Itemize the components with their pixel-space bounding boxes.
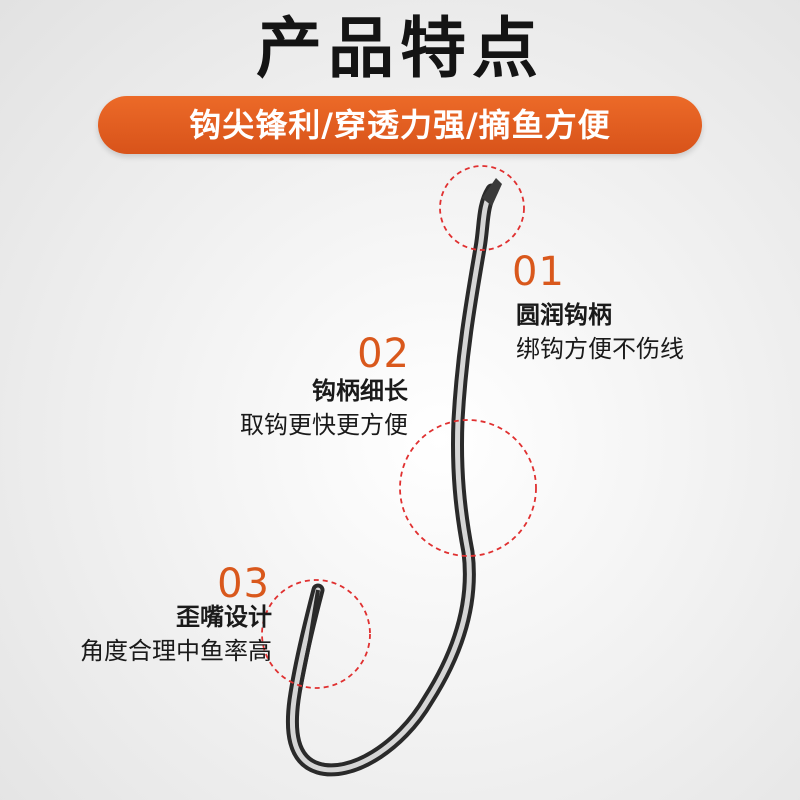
feature-01-description: 绑钩方便不伤线 <box>516 335 684 363</box>
feature-03-heading: 歪嘴设计 <box>176 603 272 631</box>
feature-01: 圆润钩柄 绑钩方便不伤线 <box>516 298 684 366</box>
highlight-circle-shank <box>399 419 537 557</box>
feature-02-heading: 钩柄细长 <box>312 377 408 405</box>
feature-number-02: 02 <box>357 331 410 377</box>
feature-02: 钩柄细长 取钩更快更方便 <box>200 374 408 442</box>
feature-banner: 钩尖锋利/穿透力强/摘鱼方便 <box>98 96 702 154</box>
feature-01-heading: 圆润钩柄 <box>516 301 612 329</box>
hook-point <box>298 589 320 691</box>
hook-eye <box>482 178 502 206</box>
highlight-circle-point <box>261 579 371 689</box>
feature-number-03: 03 <box>217 561 270 607</box>
feature-03: 歪嘴设计 角度合理中鱼率高 <box>40 600 272 668</box>
feature-number-01: 01 <box>512 249 565 295</box>
feature-02-description: 取钩更快更方便 <box>240 411 408 439</box>
hook-shank <box>285 183 499 777</box>
page-title: 产品特点 <box>256 10 544 87</box>
highlight-circle-eye <box>439 165 525 251</box>
feature-03-description: 角度合理中鱼率高 <box>80 637 272 665</box>
